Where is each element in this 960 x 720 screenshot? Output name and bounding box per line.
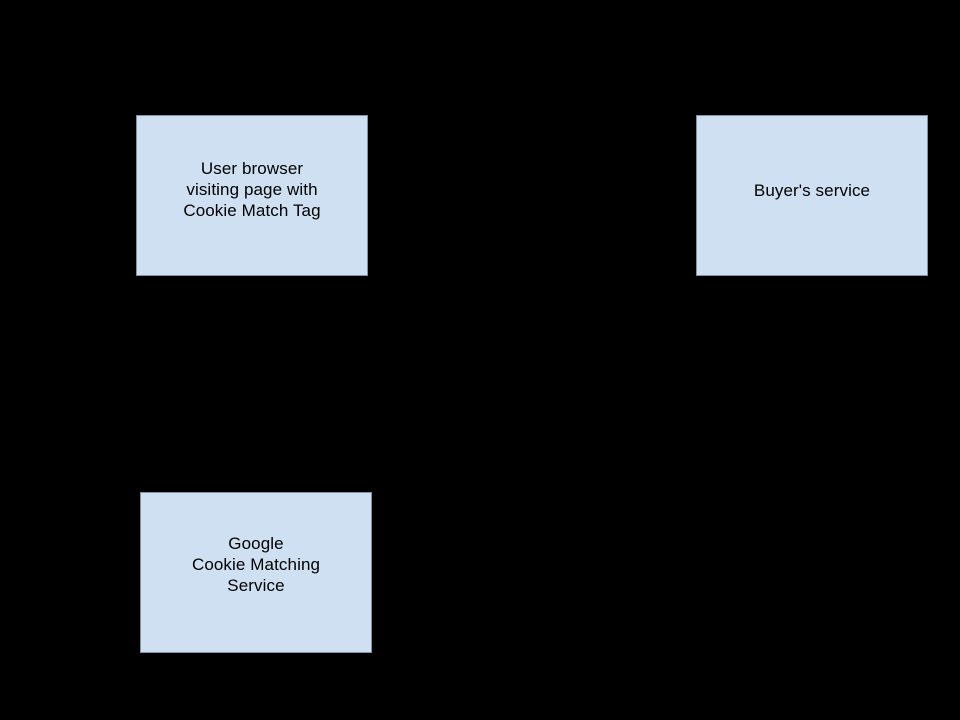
diagram-node-buyers-service-label: Buyer's service — [753, 181, 871, 200]
diagram-node-buyers-service[interactable]: Buyer's service — [696, 115, 928, 276]
diagram-node-user-browser-label: User browser visiting page with Cookie M… — [183, 159, 321, 220]
diagram-node-user-browser[interactable]: User browser visiting page with Cookie M… — [136, 115, 368, 276]
diagram-node-google-cookie-matching-service-label: Google Cookie Matching Service — [191, 534, 321, 595]
diagram-node-google-cookie-matching-service[interactable]: Google Cookie Matching Service — [140, 492, 372, 653]
